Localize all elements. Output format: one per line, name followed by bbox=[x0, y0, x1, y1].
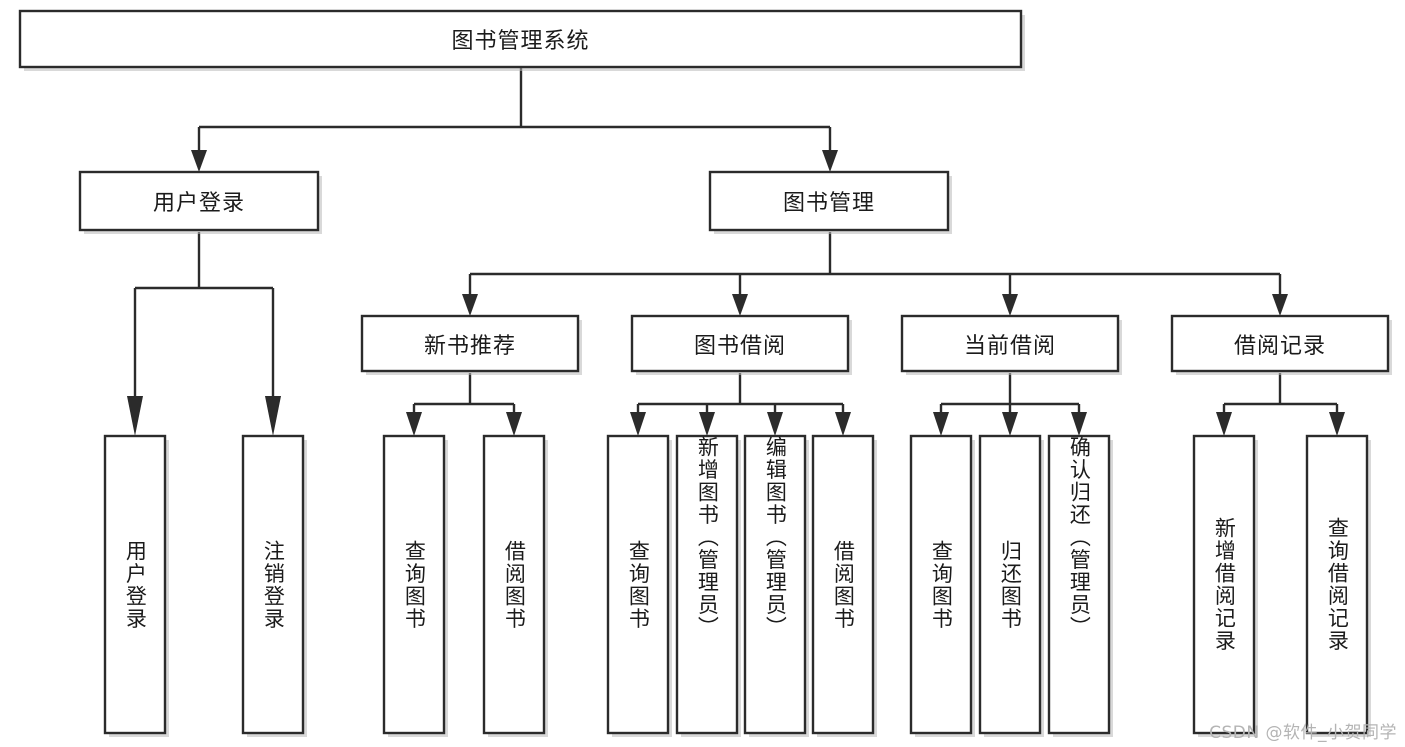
book-borrow-node-box[interactable] bbox=[630, 314, 850, 373]
leaf-user-login-box[interactable] bbox=[103, 434, 167, 735]
arrow-to-leaf-user-login bbox=[127, 396, 143, 436]
leaf-logout-login-box[interactable] bbox=[241, 434, 305, 735]
arrow-to-new-book-rec bbox=[462, 294, 478, 316]
arrow-to-leaf-query-book-3 bbox=[933, 412, 949, 436]
leaf-edit-book-admin-box[interactable] bbox=[743, 434, 807, 735]
arrow-to-book-borrow bbox=[732, 294, 748, 316]
arrow-to-leaf-borrow-book-1 bbox=[506, 412, 522, 436]
leaf-query-book-3-box[interactable] bbox=[909, 434, 973, 735]
leaf-query-borrow-record-box[interactable] bbox=[1305, 434, 1369, 735]
arrow-to-leaf-confirm-return-admin bbox=[1071, 412, 1087, 436]
arrow-to-leaf-borrow-book-2 bbox=[835, 412, 851, 436]
root-node-box[interactable] bbox=[18, 9, 1023, 69]
leaf-add-borrow-record-box[interactable] bbox=[1192, 434, 1256, 735]
connector-layer bbox=[127, 67, 1345, 436]
borrow-record-node-box[interactable] bbox=[1170, 314, 1390, 373]
arrow-to-leaf-query-borrow-record bbox=[1329, 412, 1345, 436]
current-borrow-node-box[interactable] bbox=[900, 314, 1120, 373]
arrow-to-borrow-record bbox=[1272, 294, 1288, 316]
book-mgmt-node-box[interactable] bbox=[708, 170, 950, 232]
arrow-to-leaf-add-borrow-record bbox=[1216, 412, 1232, 436]
node-layer bbox=[18, 9, 1392, 737]
arrow-to-leaf-query-book-2 bbox=[630, 412, 646, 436]
new-book-rec-node-box[interactable] bbox=[360, 314, 580, 373]
arrow-to-current-borrow bbox=[1002, 294, 1018, 316]
leaf-add-book-admin-box[interactable] bbox=[675, 434, 739, 735]
arrow-to-leaf-edit-book-admin bbox=[767, 412, 783, 436]
leaf-query-book-2-box[interactable] bbox=[606, 434, 670, 735]
leaf-confirm-return-admin-box[interactable] bbox=[1047, 434, 1111, 735]
arrow-to-leaf-add-book-admin bbox=[699, 412, 715, 436]
arrow-to-leaf-return-book bbox=[1002, 412, 1018, 436]
leaf-query-book-1-box[interactable] bbox=[382, 434, 446, 735]
leaf-borrow-book-2-box[interactable] bbox=[811, 434, 875, 735]
user-login-node-box[interactable] bbox=[78, 170, 320, 232]
leaf-borrow-book-1-box[interactable] bbox=[482, 434, 546, 735]
arrow-to-leaf-logout-login bbox=[265, 396, 281, 436]
arrow-to-leaf-query-book-1 bbox=[406, 412, 422, 436]
arrow-to-book-mgmt bbox=[822, 150, 838, 172]
leaf-return-book-box[interactable] bbox=[978, 434, 1042, 735]
arrow-to-user-login bbox=[191, 150, 207, 172]
csdn-watermark: CSDN @软件_小贺同学 bbox=[1209, 723, 1397, 743]
